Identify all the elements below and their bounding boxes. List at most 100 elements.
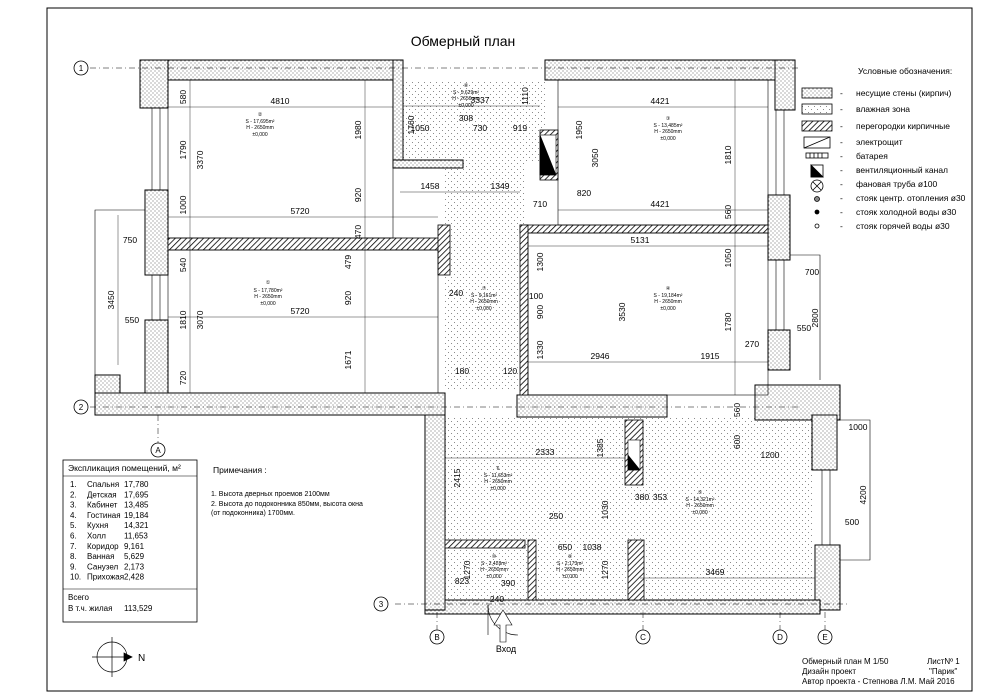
dim-v-540: 540 — [178, 258, 188, 272]
dim-v-1030: 1030 — [600, 500, 610, 519]
dim-820: 820 — [577, 188, 591, 198]
wall-top-left — [139, 59, 396, 81]
load-bearing-wall-icon — [801, 87, 833, 99]
dim-1349: 1349 — [491, 181, 510, 191]
explication-name: Детская — [87, 490, 117, 499]
partition-hall-wc — [444, 539, 526, 549]
dim-1915: 1915 — [701, 351, 720, 361]
north-label: N — [138, 653, 145, 664]
wall-kitchen-top — [516, 394, 668, 418]
dim-550-right: 550 — [797, 323, 811, 333]
legend-item-label: батарея — [856, 151, 888, 161]
dim-750: 750 — [123, 235, 137, 245]
svg-text:H - 2650mm: H - 2650mm — [254, 294, 282, 300]
dim-v-1270: 1270 — [600, 560, 610, 579]
room-tag-10: ⑩ S - 2,428m² H - 2650mm ±0,000 — [480, 554, 508, 580]
svg-text:S - 17,780m²: S - 17,780m² — [254, 288, 283, 294]
cold-water-riser-icon — [814, 209, 820, 215]
dim-v-1385: 1385 — [595, 438, 605, 457]
room-outlines — [167, 79, 769, 396]
explication-num: 5. — [70, 521, 77, 530]
dim-v-1110: 1110 — [520, 87, 530, 105]
legend-heading: Условные обозначения: — [858, 66, 952, 76]
room-tag-1: ① S - 17,780m² H - 2650mm ±0,000 — [254, 280, 283, 307]
dim-2333: 2333 — [536, 447, 555, 457]
axis-label-a: A — [155, 446, 161, 455]
vent-channel-icon — [810, 164, 824, 178]
dim-550-left: 550 — [125, 315, 139, 325]
svg-text:H - 2650mm: H - 2650mm — [654, 129, 682, 135]
svg-text:S - 14,321m²: S - 14,321m² — [686, 497, 715, 503]
explication-area: 17,780 — [124, 480, 149, 489]
svg-text:-: - — [840, 165, 843, 175]
svg-text:②: ② — [258, 112, 263, 118]
explication-num: 10. — [70, 573, 81, 582]
partition-wc-right — [527, 539, 537, 601]
notes-line: 1. Высота дверных проемов 2100мм — [211, 491, 330, 498]
explication-num: 2. — [70, 490, 77, 499]
notes-line: (от подоконника) 1700мм. — [211, 510, 295, 517]
axis-label-b: B — [434, 633, 439, 642]
svg-text:①: ① — [266, 280, 271, 286]
explication-area: 5,629 — [124, 552, 145, 561]
brick-partitions — [167, 129, 769, 601]
wall-bottom-left-long — [94, 392, 446, 416]
svg-text:H - 2650mm: H - 2650mm — [480, 567, 508, 573]
dim-v-4200: 4200 — [858, 485, 868, 504]
dimension-lines — [117, 80, 815, 579]
svg-text:H - 2650mm: H - 2650mm — [484, 479, 512, 485]
dim-823: 823 — [455, 576, 469, 586]
svg-text:-: - — [840, 179, 843, 189]
wall-left-lower — [144, 319, 169, 396]
dim-120: 120 — [503, 366, 517, 376]
title-block-design: Дизайн проект — [802, 667, 856, 676]
dim-700: 700 — [805, 267, 819, 277]
room-tag-3: ③ S - 13,485m² H - 2650mm ±0,000 — [654, 116, 683, 142]
dim-650: 650 — [558, 542, 572, 552]
dim-v-1810-b: 1810 — [723, 145, 733, 164]
svg-text:⑤: ⑤ — [698, 490, 703, 496]
wall-hall-left — [424, 414, 446, 611]
wall-bathroom-bottom — [392, 159, 464, 169]
dim-5720-bottom: 5720 — [291, 306, 310, 316]
axis-bubbles — [73, 60, 833, 645]
svg-text:H - 2650mm: H - 2650mm — [556, 567, 584, 573]
axis-label-1: 1 — [79, 64, 84, 73]
dim-v-900: 900 — [535, 305, 545, 319]
svg-text:-: - — [840, 137, 843, 147]
notes: Примечания : 1. Высота дверных проемов 2… — [211, 465, 363, 517]
brick-partition-icon — [801, 120, 833, 132]
legend-item-label: перегородки кирпичные — [856, 121, 950, 131]
dim-v-1810: 1810 — [178, 310, 188, 329]
dim-270: 270 — [745, 339, 759, 349]
dimension-texts: 4810 3337 4421 5720 5720 4421 5131 1458 … — [123, 95, 868, 604]
partition-bath-low — [627, 539, 645, 601]
dim-v-2415: 2415 — [452, 468, 462, 487]
svg-text:S - 5,629m²: S - 5,629m² — [453, 90, 479, 96]
dim-3337: 3337 — [471, 95, 490, 105]
axis-label-c: C — [640, 633, 646, 642]
legend-dashes: - - - - - - - - - - — [840, 88, 843, 231]
dim-v-1000: 1000 — [178, 195, 188, 214]
notes-heading: Примечания : — [213, 465, 267, 475]
page-title: Обмерный план — [411, 33, 516, 49]
wall-kitchen-corner — [754, 384, 841, 421]
title-block: Обмерный план М 1/50 ЛистNº 1 Дизайн про… — [802, 657, 960, 686]
wall-bottom — [424, 599, 821, 615]
legend: Условные обозначения: — [801, 66, 966, 231]
svg-text:S - 19,184m²: S - 19,184m² — [654, 293, 683, 299]
room-tag-4: ④ S - 19,184m² H - 2650mm ±0,000 — [654, 286, 683, 312]
dim-v-479: 479 — [343, 255, 353, 269]
wall-left-upper — [139, 59, 169, 109]
dim-v-560: 560 — [723, 205, 733, 219]
svg-text:-: - — [840, 151, 843, 161]
explication-living-label: В т.ч. жилая — [68, 604, 112, 613]
legend-item-label: влажная зона — [856, 104, 910, 114]
svg-text:±0,000: ±0,000 — [660, 306, 675, 312]
dim-3469: 3469 — [706, 567, 725, 577]
legend-item-label: несущие стены (кирпич) — [856, 88, 951, 98]
dim-710: 710 — [533, 199, 547, 209]
title-block-project: "Парик" — [929, 667, 957, 676]
